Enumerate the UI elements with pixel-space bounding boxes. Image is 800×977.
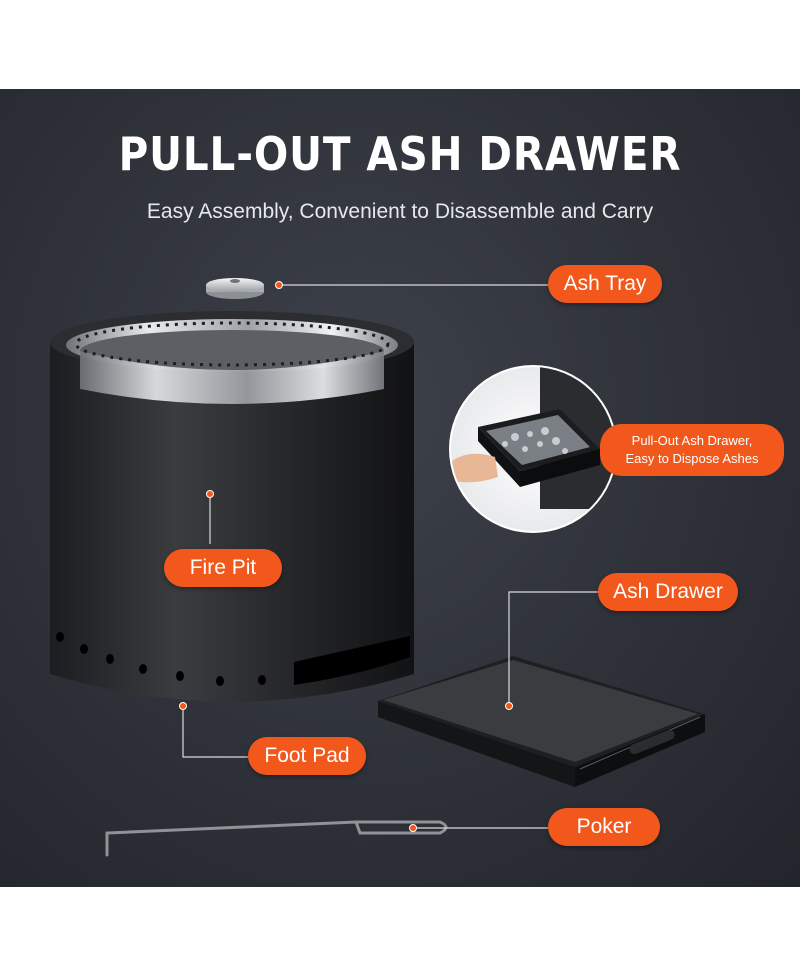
product-panel: PULL-OUT ASH DRAWER Easy Assembly, Conve…: [0, 89, 800, 887]
callout-dots: [179, 281, 513, 832]
page-title: PULL-OUT ASH DRAWER: [118, 127, 682, 181]
product-illustration: [50, 278, 705, 857]
page-subtitle: Easy Assembly, Convenient to Disassemble…: [146, 200, 654, 223]
ash-tray-label: Ash Tray: [548, 265, 662, 303]
ash-drawer: [378, 656, 705, 787]
poker: [105, 820, 448, 857]
fire-pit: [50, 311, 414, 702]
foot-pad-label: Foot Pad: [248, 737, 366, 775]
inset-caption-line2: Easy to Dispose Ashes: [625, 451, 759, 466]
fire-pit-label: Fire Pit: [164, 549, 282, 587]
ash-tray-lid: [206, 278, 264, 299]
inset-caption-line1: Pull-Out Ash Drawer,: [631, 433, 753, 448]
callout-connectors: [182, 284, 598, 829]
ash-drawer-label: Ash Drawer: [598, 573, 738, 611]
inset-caption: Pull-Out Ash Drawer, Easy to Dispose Ash…: [600, 424, 784, 476]
inset-circle: [449, 365, 617, 533]
poker-label: Poker: [548, 808, 660, 846]
